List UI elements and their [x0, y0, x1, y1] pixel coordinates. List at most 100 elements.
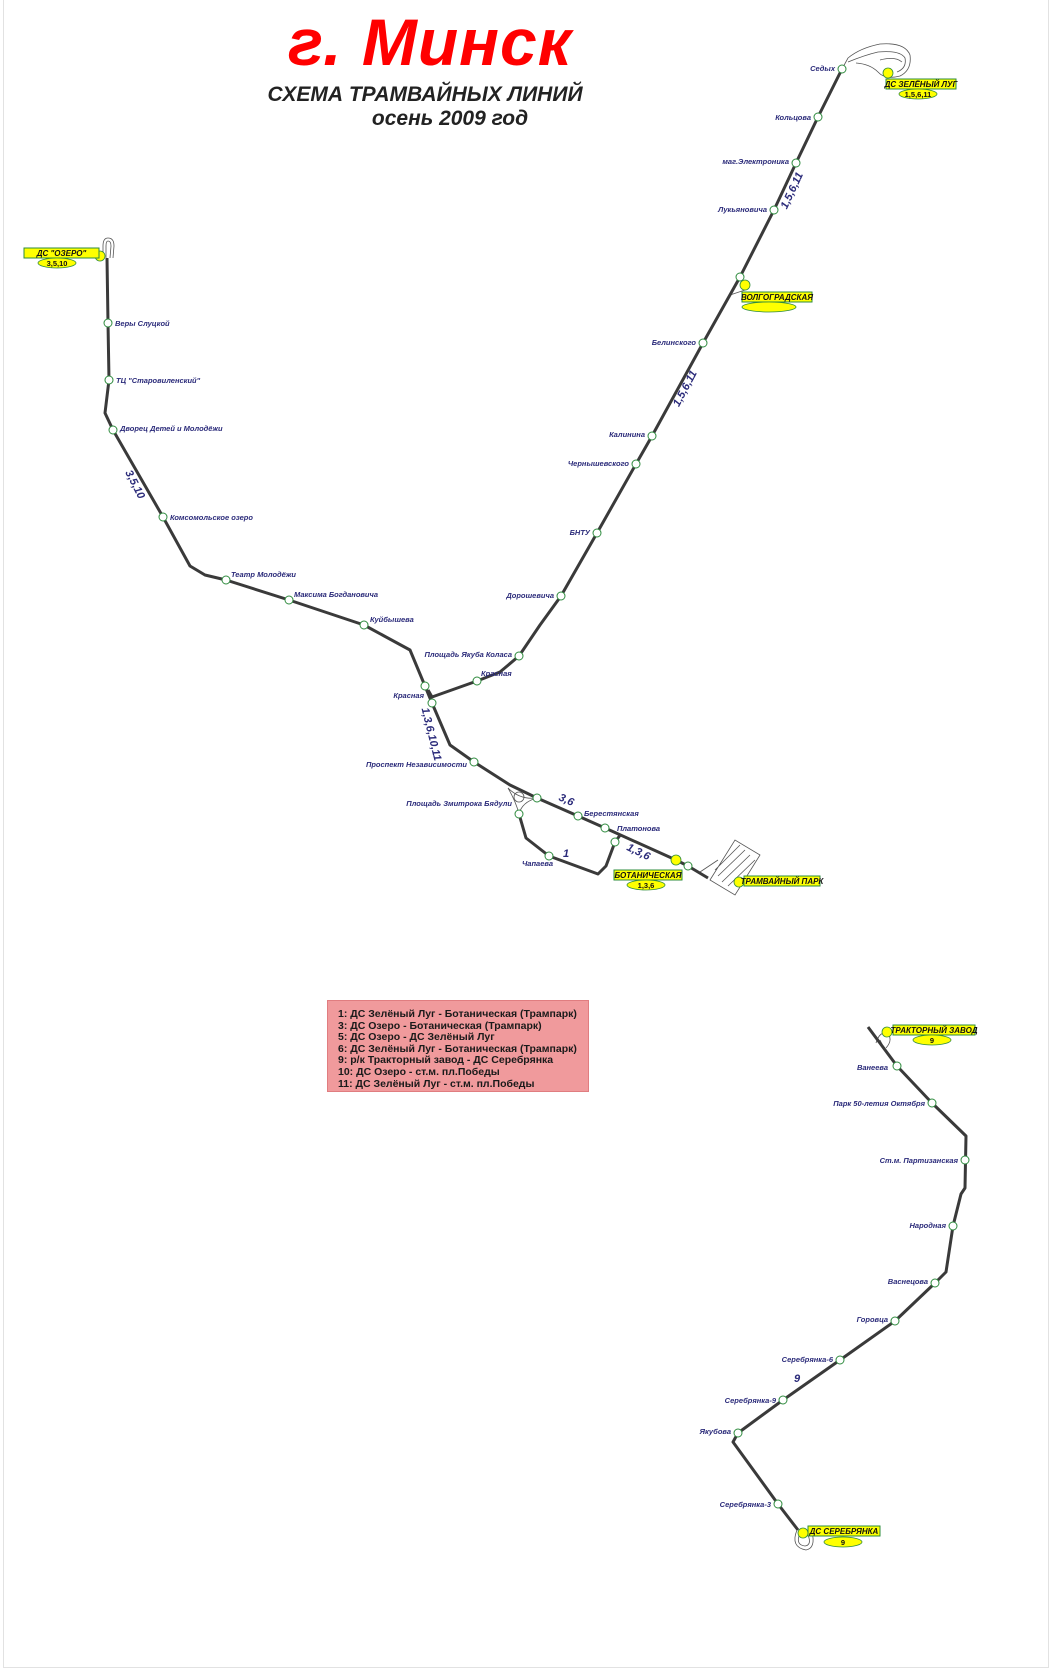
station-marker	[427, 698, 437, 708]
terminus-name: ДС "ОЗЕРО"	[36, 249, 87, 258]
terminus-name: БОТАНИЧЕСКАЯ	[615, 871, 682, 880]
terminus[interactable]: ДС "ОЗЕРО"3,5,10	[23, 247, 106, 269]
station-marker[interactable]	[769, 205, 779, 215]
station-marker	[532, 793, 542, 803]
station-marker[interactable]	[514, 651, 524, 661]
terminus-marker	[739, 279, 751, 291]
terminus-routes-badge	[898, 88, 938, 100]
station-marker[interactable]	[103, 318, 113, 328]
station-marker	[735, 272, 745, 282]
station-label: Красная	[393, 691, 424, 700]
map-subtitle: СХЕМА ТРАМВАЙНЫХ ЛИНИЙ	[267, 83, 583, 106]
depot-tracks	[699, 839, 761, 896]
terminus-marker	[797, 1527, 809, 1539]
station-marker[interactable]	[813, 112, 823, 122]
route-number-label: 1,3,6	[625, 842, 653, 864]
station-marker[interactable]	[158, 512, 168, 522]
station-marker[interactable]	[631, 459, 641, 469]
terminus-routes-badge	[741, 301, 797, 313]
station-marker[interactable]	[892, 1061, 902, 1071]
station-label: Платонова	[617, 824, 660, 833]
terminus-name-box	[743, 875, 821, 887]
station-marker[interactable]	[930, 1278, 940, 1288]
terminus-routes-badge	[823, 1536, 863, 1548]
track-east	[731, 1026, 968, 1531]
station-marker[interactable]	[556, 591, 566, 601]
track-west	[103, 257, 709, 880]
terminus-routes-badge	[912, 1034, 952, 1046]
station-label: Кольцова	[775, 113, 811, 122]
station-marker[interactable]	[472, 676, 482, 686]
legend-route-entry: 3: ДС Озеро - Ботаническая (Трампарк)	[338, 1019, 542, 1032]
terminus-routes: 3,5,10	[47, 259, 68, 268]
station-marker[interactable]	[544, 851, 554, 861]
station-label: Серебрянка-6	[782, 1355, 834, 1364]
station-marker[interactable]	[791, 158, 801, 168]
station-marker[interactable]	[284, 595, 294, 605]
station-marker[interactable]	[592, 528, 602, 538]
terminus[interactable]: ТРАМВАЙНЫЙ ПАРК	[733, 875, 825, 888]
station-marker	[683, 861, 693, 871]
legend-route-entry: 5: ДС Озеро - ДС Зелёный Луг	[338, 1031, 495, 1044]
station-marker	[610, 837, 620, 847]
station-label: БНТУ	[570, 528, 591, 537]
station-marker[interactable]	[420, 681, 430, 691]
station-label: Ванеева	[857, 1063, 888, 1072]
station-marker[interactable]	[647, 431, 657, 441]
legend-route-entry: 10: ДС Озеро - ст.м. пл.Победы	[338, 1065, 500, 1078]
station-marker[interactable]	[890, 1316, 900, 1326]
terminus-routes: 1,5,6,11	[905, 90, 932, 99]
station-marker[interactable]	[733, 1428, 743, 1438]
station-marker[interactable]	[469, 757, 479, 767]
station-marker[interactable]	[927, 1098, 937, 1108]
terminus-name-box	[807, 1525, 881, 1537]
terminus[interactable]: ВОЛГОГРАДСКАЯ	[739, 279, 813, 313]
station-marker[interactable]	[837, 64, 847, 74]
terminus-name: ДС ЗЕЛЁНЫЙ ЛУГ	[884, 80, 959, 89]
route-number-label: 1,3,6,10,11	[419, 707, 444, 763]
station-marker[interactable]	[835, 1355, 845, 1365]
station-marker[interactable]	[359, 620, 369, 630]
station-label: Парк 50-летия Октября	[833, 1099, 925, 1108]
station-marker[interactable]	[698, 338, 708, 348]
route-number-label: 1	[563, 848, 569, 860]
station-marker[interactable]	[221, 575, 231, 585]
station-label: Лукьяновича	[717, 205, 767, 214]
station-label: Веры Слуцкой	[115, 319, 170, 328]
station-marker[interactable]	[948, 1221, 958, 1231]
station-label: Белинского	[652, 338, 697, 347]
ozero-loop	[102, 237, 115, 259]
legend-route-entry: 11: ДС Зелёный Луг - ст.м. пл.Победы	[338, 1077, 535, 1090]
station-label: Чернышевского	[568, 459, 630, 468]
station-label: Якубова	[699, 1427, 731, 1436]
badulya-ring	[513, 791, 525, 803]
station-marker[interactable]	[108, 425, 118, 435]
station-label: Площадь Якуба Коласа	[424, 650, 512, 659]
station-label: Комсомольское озеро	[170, 513, 253, 522]
station-label: Дворец Детей и Молодёжи	[119, 424, 223, 433]
zeleny-lug-loop	[841, 43, 911, 78]
station-label: Народная	[909, 1221, 946, 1230]
terminus-marker	[882, 67, 894, 79]
station-marker[interactable]	[600, 823, 610, 833]
station-label: Горовца	[857, 1315, 888, 1324]
station-marker[interactable]	[960, 1155, 970, 1165]
station-marker[interactable]	[773, 1499, 783, 1509]
station-marker[interactable]	[778, 1395, 788, 1405]
station-label: Куйбышева	[370, 615, 414, 624]
terminus-routes: 9	[930, 1036, 934, 1045]
station-marker[interactable]	[573, 811, 583, 821]
station-marker[interactable]	[514, 809, 524, 819]
terminus-name: ТРАКТОРНЫЙ ЗАВОД	[891, 1026, 978, 1035]
terminus-routes: 1,3,6	[638, 881, 655, 890]
terminus-marker	[670, 854, 682, 866]
terminus-name: ТРАМВАЙНЫЙ ПАРК	[741, 877, 825, 886]
station-marker[interactable]	[104, 375, 114, 385]
legend-route-entry: 9: р/к Тракторный завод - ДС Серебрянка	[338, 1054, 554, 1067]
